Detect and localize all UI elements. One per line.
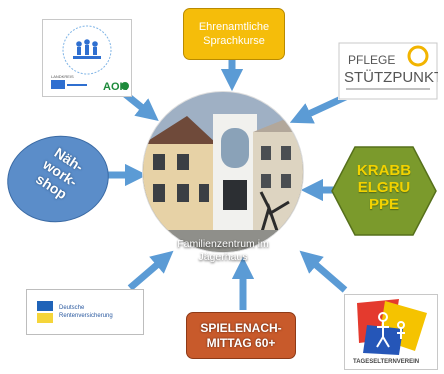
node-top-line1: Ehrenamtliche xyxy=(198,21,270,33)
node-bottom-line1: SPIELENACH- xyxy=(200,320,282,335)
arrow-bottom-right xyxy=(299,250,348,293)
node-krabbelgruppe-shape xyxy=(331,146,437,236)
node-right-line2: ELGRU xyxy=(357,179,411,196)
node-ehrenamtliche-sprachkurse: Ehrenamtliche Sprachkurse xyxy=(183,8,285,60)
arrow-bottom-left xyxy=(127,250,174,291)
logo-tageselternverein-text: TAGESELTERNVEREIN xyxy=(353,359,419,365)
center-caption-line2: Jägerhaus xyxy=(198,251,248,263)
center-caption-line1: Familienzentrum im xyxy=(177,238,269,250)
logo-landkreis-text: LANDKREIS xyxy=(51,74,74,79)
logo-top-left: AOK LANDKREIS xyxy=(42,19,132,97)
logo-drv-line1: Deutsche xyxy=(59,305,85,311)
node-top-line2: Sprachkurse xyxy=(203,35,265,47)
node-spielenachmittag: SPIELENACH- MITTAG 60+ xyxy=(186,312,296,359)
center-caption: Familienzentrum im Jägerhaus xyxy=(143,238,303,264)
logo-deutsche-rentenversicherung: Deutsche Rentenversicherung xyxy=(26,289,144,335)
center-photo xyxy=(143,92,303,252)
logo-tageselternverein: TAGESELTERNVEREIN xyxy=(344,294,438,370)
logo-pflege-text: PFLEGE xyxy=(348,53,395,67)
node-right-line3: PPE xyxy=(368,196,399,213)
logo-aok-text: AOK xyxy=(103,81,128,93)
node-right-line1: KRABB xyxy=(356,162,412,179)
logo-top-right: PFLEGE STÜTZPUNKT xyxy=(338,42,443,100)
logo-stuetzpunkt-text: STÜTZPUNKT xyxy=(344,68,438,86)
logo-drv-line2: Rentenversicherung xyxy=(59,313,113,319)
node-bottom-line2: MITTAG 60+ xyxy=(206,335,276,350)
node-krabbelgruppe: KRABB ELGRU PPE xyxy=(341,162,427,213)
